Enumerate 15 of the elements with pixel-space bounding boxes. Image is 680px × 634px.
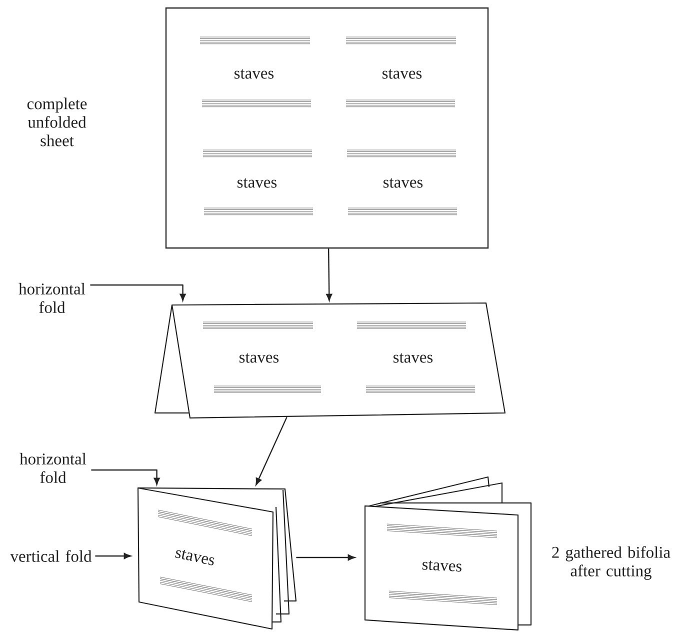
fold-label: vertical fold — [10, 550, 92, 562]
label: staves — [384, 178, 423, 188]
side-label: complete unfolded sheet — [27, 98, 87, 146]
arrow — [326, 248, 332, 301]
label: staves — [238, 178, 277, 188]
label: staves — [382, 69, 422, 79]
fold-label: horizontal fold — [20, 452, 86, 484]
leader-arrow — [95, 552, 132, 560]
leader-arrow — [90, 284, 186, 301]
fold-label: horizontal fold — [18, 282, 86, 314]
label: staves — [234, 69, 274, 79]
leader-arrow — [91, 469, 160, 485]
side-label: 2 gathered bifolia after cutting — [552, 546, 670, 580]
arrow — [296, 554, 356, 561]
arrow — [256, 416, 288, 486]
